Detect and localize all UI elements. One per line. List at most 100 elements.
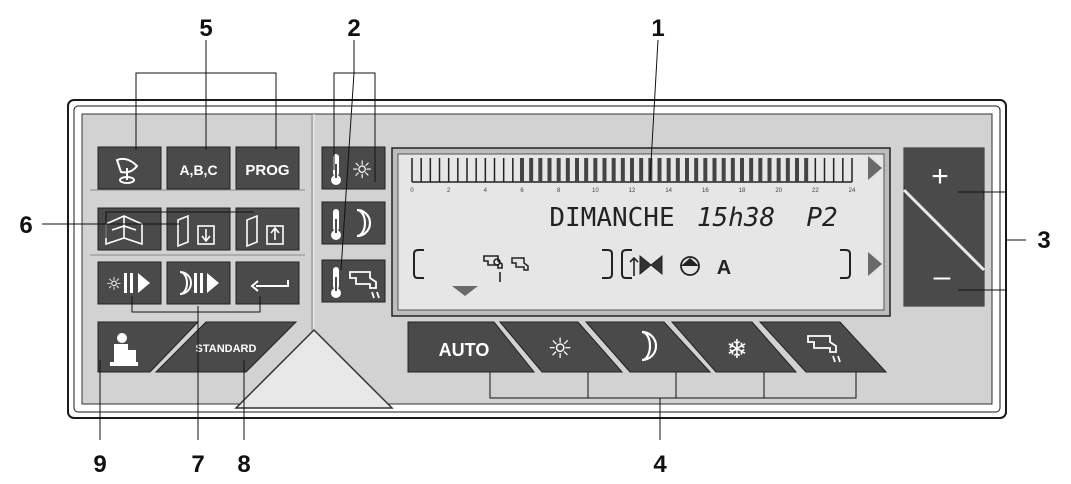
plus-minus-buttons: + –: [902, 147, 986, 307]
time-scale-label: 18: [739, 188, 746, 194]
time-scale-segment: [457, 158, 459, 182]
copy-up-button[interactable]: [235, 207, 300, 251]
thermometer-icon: [331, 267, 341, 298]
time-scale-segment: [565, 158, 570, 182]
time-scale-segment: [584, 158, 589, 182]
time-scale-label: 14: [665, 188, 672, 194]
time-scale-segment: [593, 158, 598, 182]
standard-label: STANDARD: [196, 343, 257, 355]
play-arrow-icon: [138, 273, 150, 293]
time-scale-segment: [767, 158, 772, 182]
time-scale-segment: [575, 158, 579, 182]
time-scale-label: 2: [447, 188, 451, 194]
time-scale-segment: [685, 158, 689, 182]
lcd-arrow-right-bottom: [868, 252, 882, 276]
callout-6: 6: [19, 212, 32, 239]
abc-button[interactable]: A,B,C: [166, 146, 231, 190]
hot-water-mode-button[interactable]: [758, 321, 888, 373]
time-scale-segment: [712, 158, 717, 182]
time-scale-segment: [602, 158, 607, 182]
service-button[interactable]: [97, 321, 200, 373]
time-scale-segment: [611, 158, 616, 182]
time-scale-label: 16: [702, 188, 709, 194]
moon-advance-button[interactable]: [166, 261, 231, 305]
book-down-arrow-icon: [177, 214, 215, 248]
time-scale-segment: [438, 158, 441, 182]
time-scale-segment: [694, 158, 699, 182]
day-temperature-button[interactable]: ☼: [321, 146, 386, 190]
callout-4: 4: [653, 451, 667, 478]
bar-icon: [124, 273, 127, 293]
callout-8: 8: [237, 451, 250, 478]
time-scale-segment: [721, 158, 726, 182]
prog-button[interactable]: PROG: [235, 146, 300, 190]
time-scale-segment: [447, 158, 450, 182]
program-key-button[interactable]: [97, 146, 162, 190]
time-scale-label: 24: [849, 188, 856, 194]
time-scale-segment: [529, 158, 534, 182]
callout-2: 2: [347, 15, 360, 42]
time-scale-segment: [749, 158, 754, 182]
minus-label: –: [934, 260, 951, 293]
lcd-arrow-right-top: [868, 156, 882, 180]
frost-mode-button[interactable]: ❄: [670, 321, 798, 373]
moon-icon: [179, 271, 192, 295]
plus-button[interactable]: +: [904, 148, 984, 228]
hot-water-tap-icon: [511, 257, 529, 271]
auto-mode-button[interactable]: AUTO: [407, 321, 536, 373]
time-scale-label: 22: [812, 188, 819, 194]
remote-tap-icon: [483, 255, 503, 282]
thermometer-icon: [331, 209, 341, 240]
time-scale-segment: [630, 158, 634, 182]
plus-label: +: [931, 160, 949, 193]
valve-icon: [629, 254, 663, 276]
time-scale-label: 0: [410, 188, 414, 194]
copy-all-button[interactable]: [97, 207, 162, 251]
callout-3: 3: [1037, 227, 1050, 254]
time-scale-segment: [730, 158, 735, 182]
time-scale-segment: [475, 158, 477, 182]
time-scale-label: 20: [775, 188, 782, 194]
lcd-time: 15h38: [697, 203, 775, 233]
time-scale-segment: [556, 158, 561, 182]
time-scale-segment: [666, 158, 671, 182]
lcd-mode-letter: A: [717, 257, 731, 279]
hot-water-temperature-button[interactable]: [321, 259, 386, 303]
time-scale-segment: [758, 158, 763, 182]
time-scale-segment: [493, 158, 496, 182]
night-temperature-button[interactable]: [321, 201, 386, 245]
time-scale-segment: [785, 158, 790, 182]
night-mode-button[interactable]: [584, 321, 712, 373]
standard-button[interactable]: STANDARD: [154, 321, 298, 373]
day-mode-button[interactable]: ☼: [498, 321, 624, 373]
sun-advance-button[interactable]: ☼: [97, 261, 162, 305]
pump-icon: [680, 256, 700, 276]
prog-label: PROG: [245, 162, 289, 179]
status-bracket-right: [621, 249, 632, 279]
lcd-program: P2: [806, 203, 837, 233]
enter-button[interactable]: [235, 261, 300, 305]
moon-icon: [356, 208, 372, 238]
time-scale-segment: [420, 158, 422, 182]
lcd-arrow-down: [452, 286, 478, 296]
time-scale-segment: [832, 158, 835, 182]
time-scale-segment: [429, 158, 432, 182]
flap-triangle: [234, 328, 394, 409]
plus-minus-divider: [902, 188, 986, 272]
sun-icon: ☼: [351, 156, 373, 184]
time-scale-label: 4: [484, 188, 488, 194]
copy-down-button[interactable]: [166, 207, 231, 251]
return-arrow-icon: [256, 280, 289, 287]
lcd-day: DIMANCHE: [549, 203, 674, 233]
time-scale-segment: [538, 158, 543, 182]
time-scale-segment: [411, 158, 413, 182]
minus-button[interactable]: –: [904, 196, 984, 306]
time-scale-segment: [639, 158, 644, 182]
time-scale-segment: [466, 158, 468, 182]
housing-inner-outline: [73, 105, 1001, 413]
time-scale-label: 8: [557, 188, 561, 194]
moon-icon: [641, 330, 658, 362]
time-scale-segment: [823, 158, 826, 182]
